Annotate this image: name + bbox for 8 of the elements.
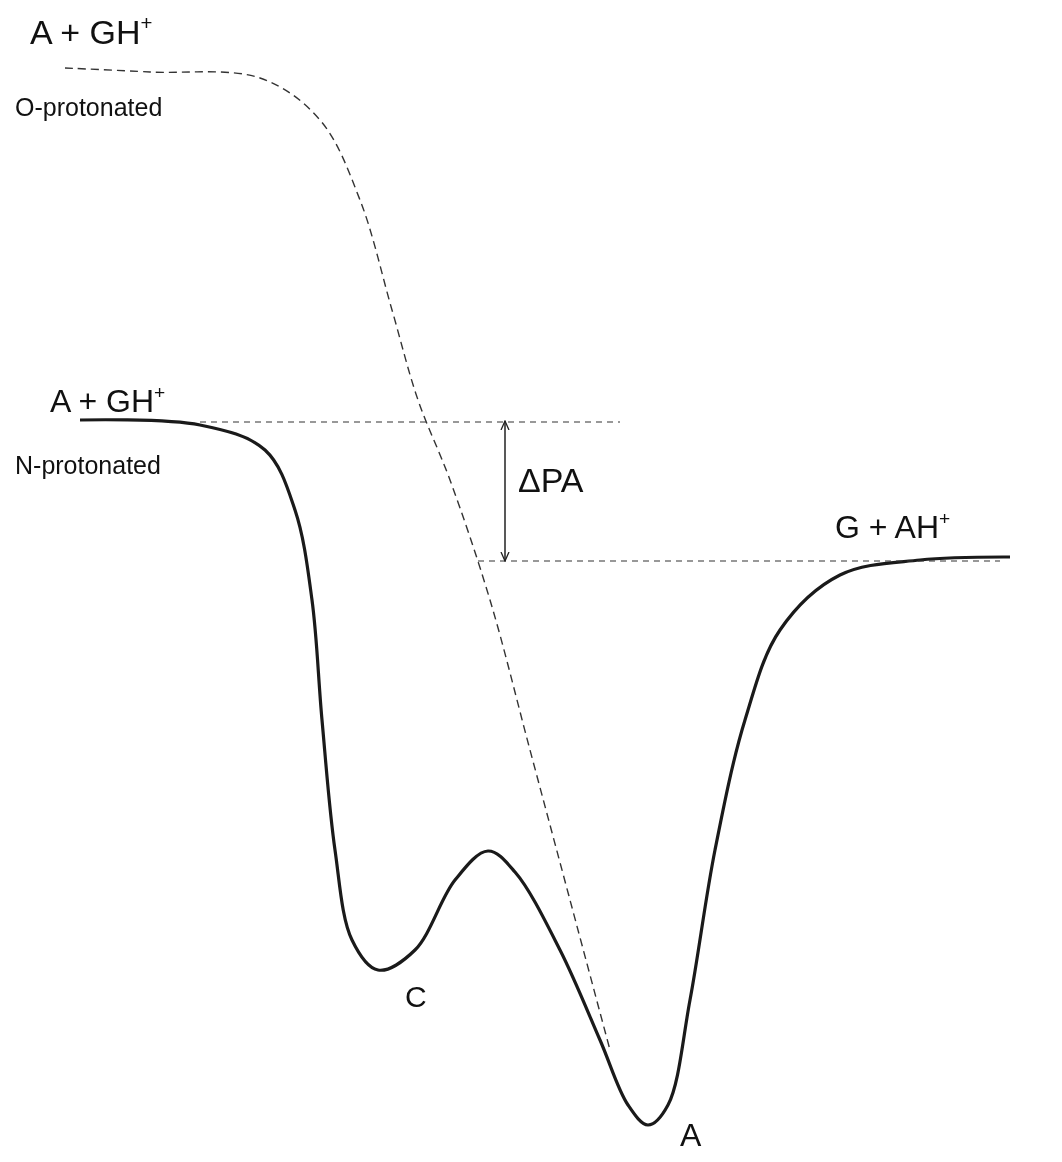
curve-label: A + GH$^{+}$ (30, 12, 153, 52)
curve-label: G + AH$^{+}$ (835, 508, 951, 546)
curve-label: C (405, 980, 427, 1013)
curve-label: A + GH$^{+}$ (50, 382, 166, 420)
curve-label: N-protonated (15, 452, 161, 480)
curve-label: ΔPA (518, 462, 584, 500)
curve-label: O-protonated (15, 94, 163, 122)
curve-label: A (680, 1118, 702, 1154)
